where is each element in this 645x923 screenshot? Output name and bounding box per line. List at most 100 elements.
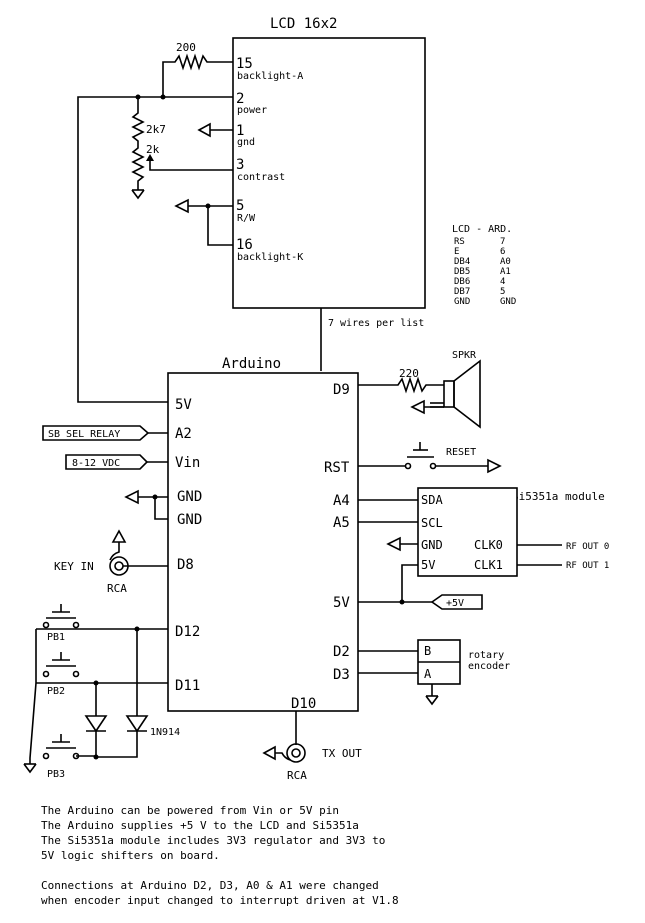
lcd-table-arduino-pin: 7 [500,237,505,247]
arduino-pin-a4: A4 [333,493,350,509]
notes: The Arduino can be powered from Vin or 5… [41,804,399,907]
lcd-table-arduino-pin: 4 [500,277,505,287]
power-wire-5v-lcd [77,96,233,403]
key-in-conn-label: RCA [107,582,127,595]
encoder-pin-a: A [424,667,432,681]
lcd-table-arduino-pin: A0 [500,257,511,267]
speaker-label: SPKR [452,350,477,361]
lcd-table-arduino-pin: A1 [500,267,511,277]
arduino-pin-a5: A5 [333,515,350,531]
arduino-pin-a2: A2 [175,426,192,442]
si5351-body [417,487,518,577]
lcd-pin-2-num: 2 [236,91,244,107]
reset-label: RESET [446,447,476,458]
encoder-pin-b: B [424,644,431,658]
lcd-table-lcd-pin: DB6 [454,277,470,287]
note-line: The Arduino can be powered from Vin or 5… [41,804,339,817]
lcd-pin-15-num: 15 [236,56,253,72]
lcd-table-arduino-pin: 6 [500,247,505,257]
vin-label: 8-12 VDC [72,458,120,469]
arduino-pin-vin: Vin [175,455,200,471]
lcd-pin-2-name: power [237,105,267,116]
lcd-rw-gnd [174,198,233,246]
pushbutton-network: PB1 PB2 PB3 [23,604,180,780]
lcd-body [232,37,426,309]
arduino-pin-d11: D11 [175,678,200,694]
tx-out-conn-label: RCA [287,769,307,782]
lcd-pin-5-name: R/W [237,213,256,224]
lcd-pin-5-num: 5 [236,198,244,214]
speaker-resistor-label: 220 [399,367,419,380]
note-line: 5V logic shifters on board. [41,849,220,862]
key-in-jack: KEY IN RCA [54,529,168,595]
lcd-table-lcd-pin: GND [454,297,470,307]
lcd-table-lcd-pin: RS [454,237,465,247]
arduino-pin-d9: D9 [333,382,350,398]
arduino-pin-d12: D12 [175,624,200,640]
lcd-pin-1-num: 1 [236,123,244,139]
contrast-divider: 2k7 2k [131,97,233,200]
si5351-pin-gnd: GND [421,538,443,552]
encoder-label-line2: encoder [468,661,510,672]
key-in-label: KEY IN [54,560,94,573]
lcd-pin-16-num: 16 [236,237,253,253]
arduino-pin-d10: D10 [291,696,316,712]
contrast-resistor-label: 2k7 [146,123,166,136]
pb3-label: PB3 [47,769,65,780]
lcd-pin-1-name: gnd [237,137,255,148]
si5351-title: Si5351a module [512,490,605,503]
reset-button[interactable]: RESET [358,442,502,474]
pb2-label: PB2 [47,686,65,697]
speaker: 220 SPKR [358,350,481,429]
arduino-pin-5v-right: 5V [333,595,350,611]
lcd-module: LCD 16x2 15 backlight-A 2 power 1 gnd 3 … [232,16,426,309]
sb-sel-relay-tag: SB SEL RELAY [42,425,168,441]
pb2-button[interactable]: PB2 [42,652,80,697]
pb3-button[interactable]: PB3 [42,734,80,780]
arduino-board: Arduino 5V A2 Vin GND GND D8 D12 D11 D9 … [167,356,359,712]
lcd-table-lcd-pin: DB7 [454,287,470,297]
note-line: when encoder input changed to interrupt … [41,894,399,907]
arduino-body [167,372,359,712]
vin-tag: 8-12 VDC [65,454,168,470]
lcd-table-lcd-pin: DB5 [454,267,470,277]
arduino-pin-d8: D8 [177,557,194,573]
note-line: Connections at Arduino D2, D3, A0 & A1 w… [41,879,379,892]
rf-out-1-label: RF OUT 1 [566,561,609,571]
lcd-wires-note: 7 wires per list [328,318,424,329]
lcd-table-lcd-pin: E [454,247,459,257]
backlight-resistor: 200 [162,41,233,97]
tx-out-label: TX OUT [322,747,362,760]
note-line: The Arduino supplies +5 V to the LCD and… [41,819,359,832]
sb-sel-relay-label: SB SEL RELAY [48,429,120,440]
encoder-label-line1: rotary [468,650,504,661]
pb1-button[interactable]: PB1 [42,604,80,643]
rotary-encoder: B A rotary encoder [358,639,510,706]
supply-5v-right: +5V [358,594,483,610]
si5351-pin-sda: SDA [421,493,443,507]
arduino-title: Arduino [222,356,281,372]
arduino-gnd-wires [124,489,168,520]
lcd-table-header: LCD - ARD. [452,224,512,235]
tx-out-jack: TX OUT RCA [262,711,362,782]
pb1-label: PB1 [47,632,65,643]
lcd-pin-3-name: contrast [237,172,285,183]
arduino-pin-rst: RST [324,460,350,476]
arduino-pin-5v-left: 5V [175,397,192,413]
supply-5v-label: +5V [446,598,464,609]
lcd-table-arduino-pin: GND [500,297,516,307]
contrast-pot-label: 2k [146,143,160,156]
note-line: The Si5351a module includes 3V3 regulato… [41,834,385,847]
rf-out-0-label: RF OUT 0 [566,542,609,552]
lcd-table-arduino-pin: 5 [500,287,505,297]
lcd-pin-15-name: backlight-A [237,71,303,82]
arduino-pin-gnd-2: GND [177,512,202,528]
arduino-pin-d3: D3 [333,667,350,683]
backlight-resistor-label: 200 [176,41,196,54]
si5351-pin-scl: SCL [421,516,443,530]
si5351-pin-clk1: CLK1 [474,558,503,572]
si5351-pin-clk0: CLK0 [474,538,503,552]
arduino-pin-d2: D2 [333,644,350,660]
